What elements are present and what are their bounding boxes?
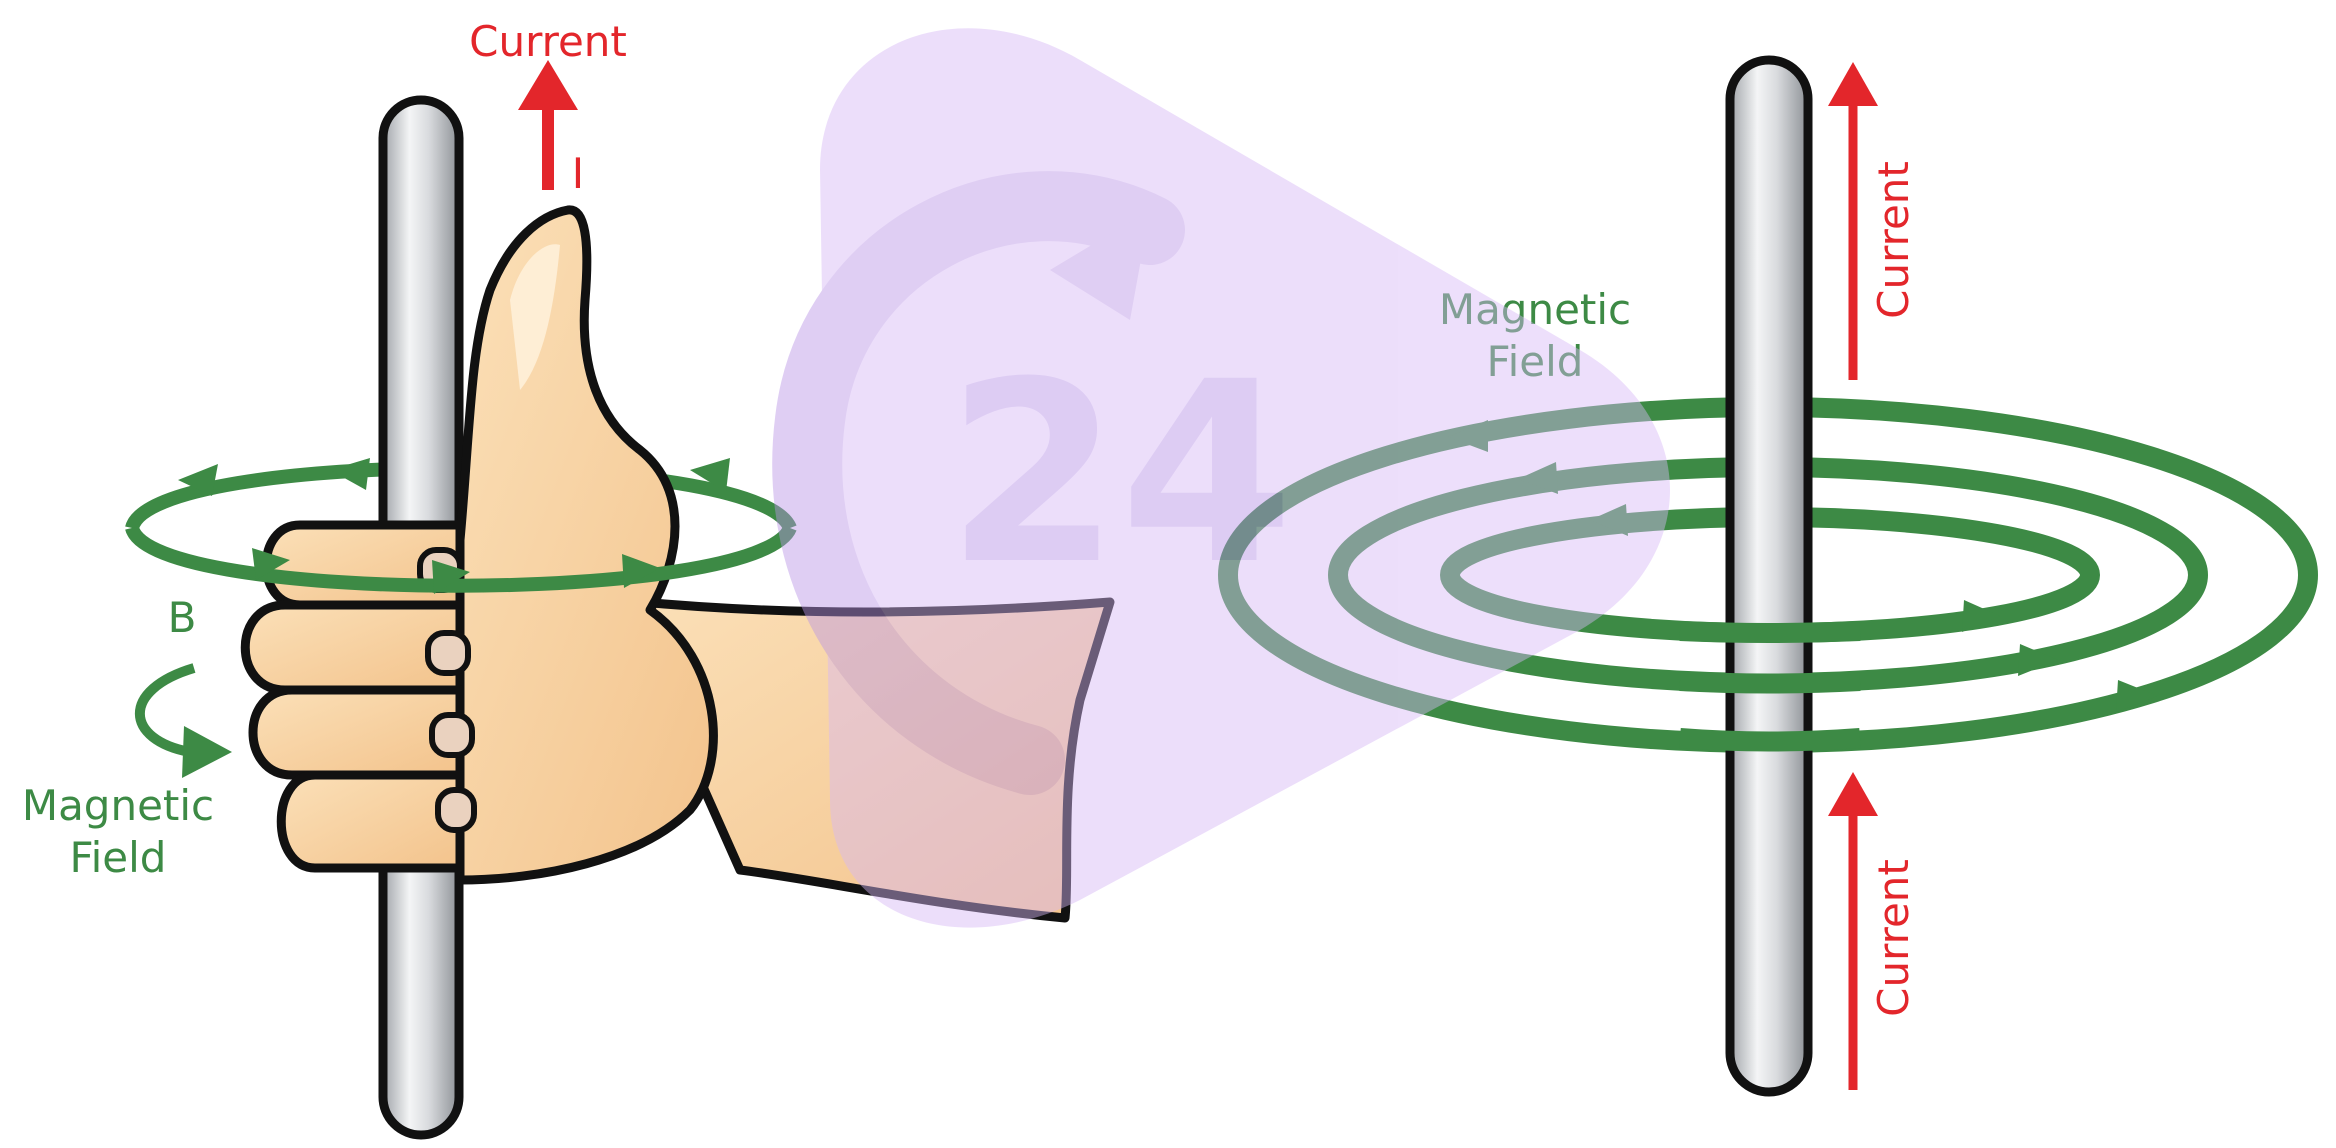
field-curved-arrow [134,663,196,757]
watermark-refresh-arrowhead [1050,210,1150,320]
field-arrow-front-1 [252,548,290,580]
hand-palm [455,205,718,885]
finger-4 [276,770,465,873]
fingernail-2 [425,630,471,676]
current-arrowhead-left [518,60,578,110]
thumb-highlight [510,244,560,390]
field-ring-middle-front [1679,671,1861,694]
field-arrow-front-3 [622,554,660,588]
right-panel: Magnetic Field Current Current [1218,55,2318,1097]
current-label-left: Current [469,17,627,66]
wire-rod-right [1725,55,1813,1097]
ring-arrow-middle-front [2018,644,2058,676]
field-arrow-back-3 [690,458,730,492]
watermark-play-shape [820,28,1670,928]
ring-arrow-inner-front [1962,600,2000,632]
field-label-left-line2: Field [70,833,167,882]
current-arrowhead-top-right [1828,62,1878,106]
watermark-logo-icon: 24 [772,28,1670,928]
watermark-refresh-arc [772,171,1185,795]
field-ring-outer-front [1679,728,1861,752]
ring-arrow-outer-back [1448,420,1488,452]
field-ring-inner-front [1679,621,1861,643]
field-curved-arrowhead [182,726,232,778]
field-label-right-line1: Magnetic [1439,285,1631,334]
left-panel: Current I B Magnetic Field [22,17,1115,1140]
ring-arrow-middle-back [1518,462,1558,494]
current-arrowhead-bottom-right [1828,772,1878,816]
hand-thumbs-up-icon [240,205,1115,923]
fingernail-4 [435,787,477,833]
field-arrow-back-2 [330,458,370,490]
watermark-text: 24 [946,328,1294,619]
current-symbol-i: I [572,149,584,198]
field-label-right-line2: Field [1487,337,1584,386]
field-loop-front [125,524,797,593]
field-symbol-b: B [168,593,197,642]
fingernail-3 [429,712,475,758]
field-arrow-back-1 [178,464,218,496]
current-label-top-right: Current [1869,161,1918,319]
hand-wrist [615,595,1115,923]
finger-3 [248,685,465,780]
field-arrow-front-2 [432,560,470,594]
current-label-bottom-right: Current [1869,859,1918,1017]
ring-arrow-outer-front [2116,680,2158,712]
ring-arrow-inner-back [1590,504,1628,536]
field-label-left-line1: Magnetic [22,781,214,830]
